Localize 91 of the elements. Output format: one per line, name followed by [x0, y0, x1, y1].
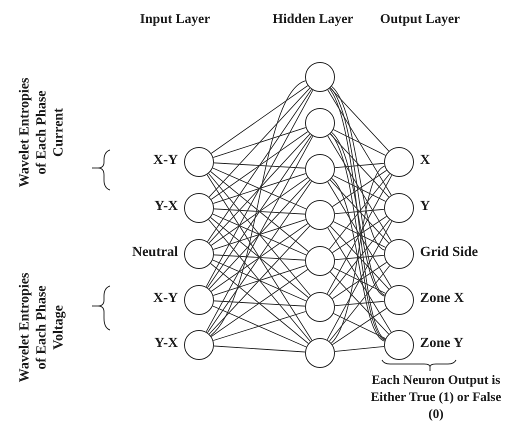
- neuron-label: X-Y: [153, 291, 178, 307]
- connection-line: [333, 313, 386, 339]
- neuron-label: Zone X: [420, 291, 464, 307]
- connection-line: [214, 254, 306, 261]
- connection-line: [210, 263, 309, 344]
- connection-line: [212, 265, 306, 296]
- connection-line: [332, 216, 387, 254]
- connection-line: [210, 177, 308, 246]
- connection-line: [212, 306, 307, 348]
- connection-line: [332, 170, 387, 208]
- connection-line: [331, 86, 385, 251]
- neuron-circle: [305, 200, 335, 230]
- connection-line: [210, 171, 309, 252]
- neuron-circle: [384, 239, 414, 269]
- connection-line: [210, 80, 306, 336]
- connection-line: [212, 260, 307, 302]
- connection-line: [208, 134, 310, 244]
- neuron-circle: [184, 285, 214, 315]
- connection-line: [214, 162, 306, 169]
- connection-line: [214, 300, 306, 307]
- connection-line: [212, 311, 306, 341]
- connection-line: [334, 208, 384, 214]
- connection-line: [334, 254, 384, 260]
- connection-line: [331, 132, 385, 297]
- neuron-circle: [305, 292, 335, 322]
- layer-title: Hidden Layer: [272, 10, 354, 28]
- connection-line: [332, 308, 387, 346]
- connection-line: [330, 134, 390, 198]
- neuron-label: Y-X: [154, 336, 178, 352]
- neuron-circle: [384, 330, 414, 360]
- connection-line: [328, 173, 390, 250]
- connection-line: [212, 173, 306, 204]
- connection-line: [330, 133, 386, 341]
- connection-line: [333, 267, 386, 294]
- neuron-circle: [184, 330, 214, 360]
- neuron-circle: [184, 147, 214, 177]
- connection-line: [210, 223, 308, 292]
- connection-line: [333, 221, 386, 248]
- neuron-circle: [305, 62, 335, 92]
- connection-line: [330, 226, 390, 290]
- neuron-circle: [184, 239, 214, 269]
- neuron-label: X-Y: [153, 153, 178, 169]
- connection-line: [210, 217, 309, 298]
- connection-line: [212, 168, 307, 210]
- connection-line: [330, 180, 390, 244]
- connection-line: [333, 129, 386, 156]
- connection-line: [327, 89, 392, 196]
- neuron-label: Neutral: [132, 245, 178, 261]
- layer-title: Input Layer: [138, 10, 212, 28]
- input-group-label: Wavelet Entropies of Each Phase Voltage: [16, 271, 68, 384]
- connection-line: [206, 136, 314, 332]
- neuron-label: X: [420, 153, 430, 169]
- neuron-circle: [305, 108, 335, 138]
- neuron-circle: [384, 147, 414, 177]
- connection-line: [334, 346, 385, 352]
- input-group-label: Wavelet Entropies of Each Phase Current: [16, 76, 68, 190]
- neuron-circle: [305, 246, 335, 276]
- connection-line: [210, 269, 308, 337]
- connection-line: [214, 208, 306, 215]
- connection-line: [207, 134, 312, 288]
- neuron-circle: [184, 193, 214, 223]
- neuron-circle: [305, 338, 335, 368]
- connection-line: [207, 88, 312, 242]
- connection-line: [329, 88, 386, 340]
- connection-line: [332, 262, 387, 300]
- connection-line: [214, 346, 306, 352]
- output-note: Each Neuron Output is Either True (1) or False (0): [370, 370, 502, 422]
- connection-line: [330, 88, 390, 152]
- connection-line: [328, 219, 390, 296]
- layer-title: Output Layer: [379, 10, 461, 28]
- connection-line: [210, 85, 308, 154]
- connection-line: [334, 300, 384, 306]
- connection-line: [328, 265, 390, 342]
- neuron-circle: [305, 154, 335, 184]
- neuron-circle: [384, 285, 414, 315]
- connection-line: [334, 162, 384, 168]
- neuron-label: Y: [420, 199, 430, 215]
- connection-line: [212, 219, 306, 250]
- connection-line: [333, 175, 386, 202]
- neuron-label: Y-X: [154, 199, 178, 215]
- connection-line: [208, 88, 310, 198]
- connection-line: [206, 90, 314, 288]
- connection-line: [212, 127, 306, 158]
- neuron-label: Zone Y: [420, 336, 464, 352]
- connection-line: [210, 131, 308, 200]
- neuron-label: Grid Side: [420, 245, 478, 261]
- neuron-circle: [384, 193, 414, 223]
- connection-line: [212, 214, 307, 256]
- connection-line: [327, 135, 392, 242]
- connection-line: [330, 271, 390, 335]
- connection-line: [330, 87, 386, 296]
